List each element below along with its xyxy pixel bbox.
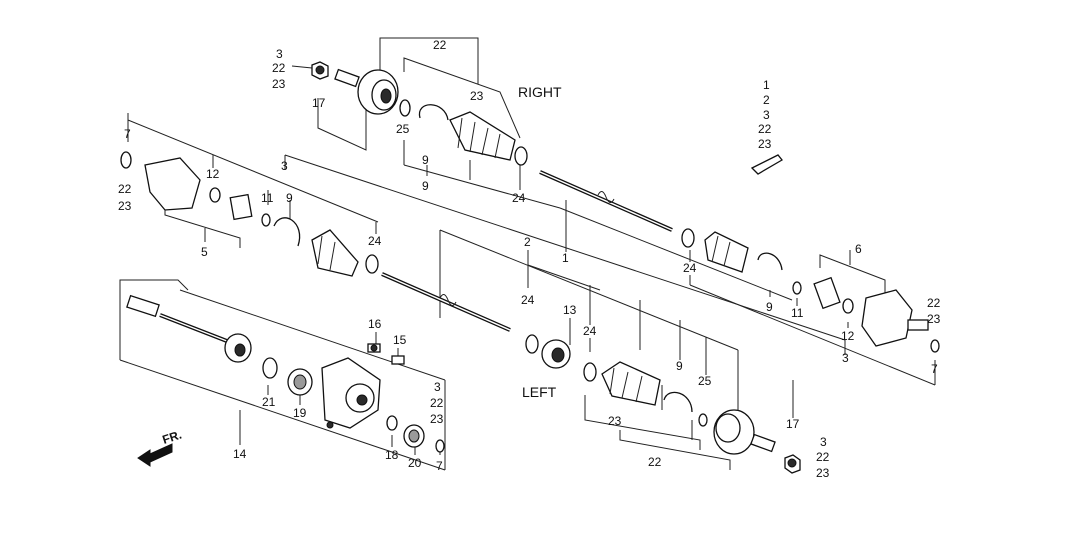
label-left: LEFT: [522, 384, 557, 400]
callout-19: 19: [293, 406, 307, 420]
leader-lines: [119, 37, 936, 471]
callout-15: 15: [393, 333, 407, 347]
callout-23: 23: [816, 466, 830, 480]
callout-22: 22: [927, 296, 941, 310]
ring-25-top: [399, 99, 411, 117]
callout-9: 9: [286, 191, 293, 205]
callout-9: 9: [766, 300, 773, 314]
callout-9: 9: [422, 179, 429, 193]
nut-top: [311, 61, 329, 80]
callout-3: 3: [763, 108, 770, 122]
seal-20: [403, 424, 425, 448]
callout-24: 24: [368, 234, 382, 248]
callout-16: 16: [368, 317, 382, 331]
outer-cv-joint-top: [334, 68, 399, 115]
bolt-15: [391, 355, 405, 365]
callout-7: 7: [931, 362, 938, 376]
clamp-24-low: [583, 362, 597, 382]
clamp-24-mid: [525, 334, 539, 354]
bearing-support: [321, 357, 381, 429]
boot-lower: [601, 361, 708, 427]
callout-6: 6: [855, 242, 862, 256]
callout-numbers: 3 22 23 17 22 23 25 9 9 24 1 2 3 22 23 7…: [118, 38, 941, 480]
callout-14: 14: [233, 447, 247, 461]
callout-23: 23: [758, 137, 772, 151]
outer-cv-joint-lower: [713, 409, 801, 474]
callout-7: 7: [124, 127, 131, 141]
callout-24: 24: [683, 261, 697, 275]
inner-joint-right: [792, 276, 940, 353]
callout-18: 18: [385, 448, 399, 462]
callout-22: 22: [118, 182, 132, 196]
callout-25: 25: [698, 374, 712, 388]
callout-23: 23: [430, 412, 444, 426]
callout-21: 21: [262, 395, 276, 409]
inner-joint-left: [120, 151, 301, 247]
callout-22: 22: [272, 61, 286, 75]
label-front: FR.: [161, 428, 184, 447]
callout-2: 2: [524, 235, 531, 249]
callout-3: 3: [281, 159, 288, 173]
ring-7-lower: [435, 439, 445, 453]
bolt-16: [367, 343, 381, 353]
callout-13: 13: [563, 303, 577, 317]
callout-3: 3: [842, 351, 849, 365]
callout-2: 2: [763, 93, 770, 107]
boot-right: [681, 228, 783, 273]
callout-24: 24: [521, 293, 535, 307]
labels: RIGHT LEFT FR.: [161, 84, 562, 447]
callout-7: 7: [436, 459, 443, 473]
front-arrow-icon: [137, 443, 173, 467]
callout-22: 22: [758, 122, 772, 136]
callout-9: 9: [676, 359, 683, 373]
callout-1: 1: [763, 78, 770, 92]
clamp-9-top: [418, 104, 449, 121]
callout-3: 3: [276, 47, 283, 61]
callout-22: 22: [433, 38, 447, 52]
callout-24: 24: [512, 191, 526, 205]
callout-11: 11: [791, 306, 804, 320]
callout-23: 23: [272, 77, 286, 91]
callout-3: 3: [820, 435, 827, 449]
callout-17: 17: [312, 96, 326, 110]
clamp-24-top: [514, 146, 528, 166]
callout-25: 25: [396, 122, 410, 136]
intermediate-shaft: [126, 294, 313, 396]
callout-11: 11: [261, 191, 274, 205]
shaft-right: [539, 170, 673, 232]
callout-22: 22: [430, 396, 444, 410]
tool-part-stack: [750, 154, 783, 175]
shaft-left: [381, 272, 511, 332]
callout-24: 24: [583, 324, 597, 338]
callout-5: 5: [201, 245, 208, 259]
callout-3: 3: [434, 380, 441, 394]
callout-23: 23: [470, 89, 484, 103]
parts-drawings: [120, 61, 940, 474]
boot-left-upper: [311, 229, 379, 277]
callout-20: 20: [408, 456, 422, 470]
damper-13: [541, 339, 571, 369]
callout-9: 9: [422, 153, 429, 167]
callout-12: 12: [206, 167, 220, 181]
callout-23: 23: [927, 312, 941, 326]
callout-23: 23: [118, 199, 132, 213]
callout-17: 17: [786, 417, 800, 431]
callout-22: 22: [816, 450, 830, 464]
ring-18: [386, 415, 398, 431]
callout-22: 22: [648, 455, 662, 469]
callout-1: 1: [562, 251, 569, 265]
boot-top: [449, 111, 516, 161]
callout-23: 23: [608, 414, 622, 428]
label-right: RIGHT: [518, 84, 562, 100]
callout-12: 12: [841, 329, 855, 343]
